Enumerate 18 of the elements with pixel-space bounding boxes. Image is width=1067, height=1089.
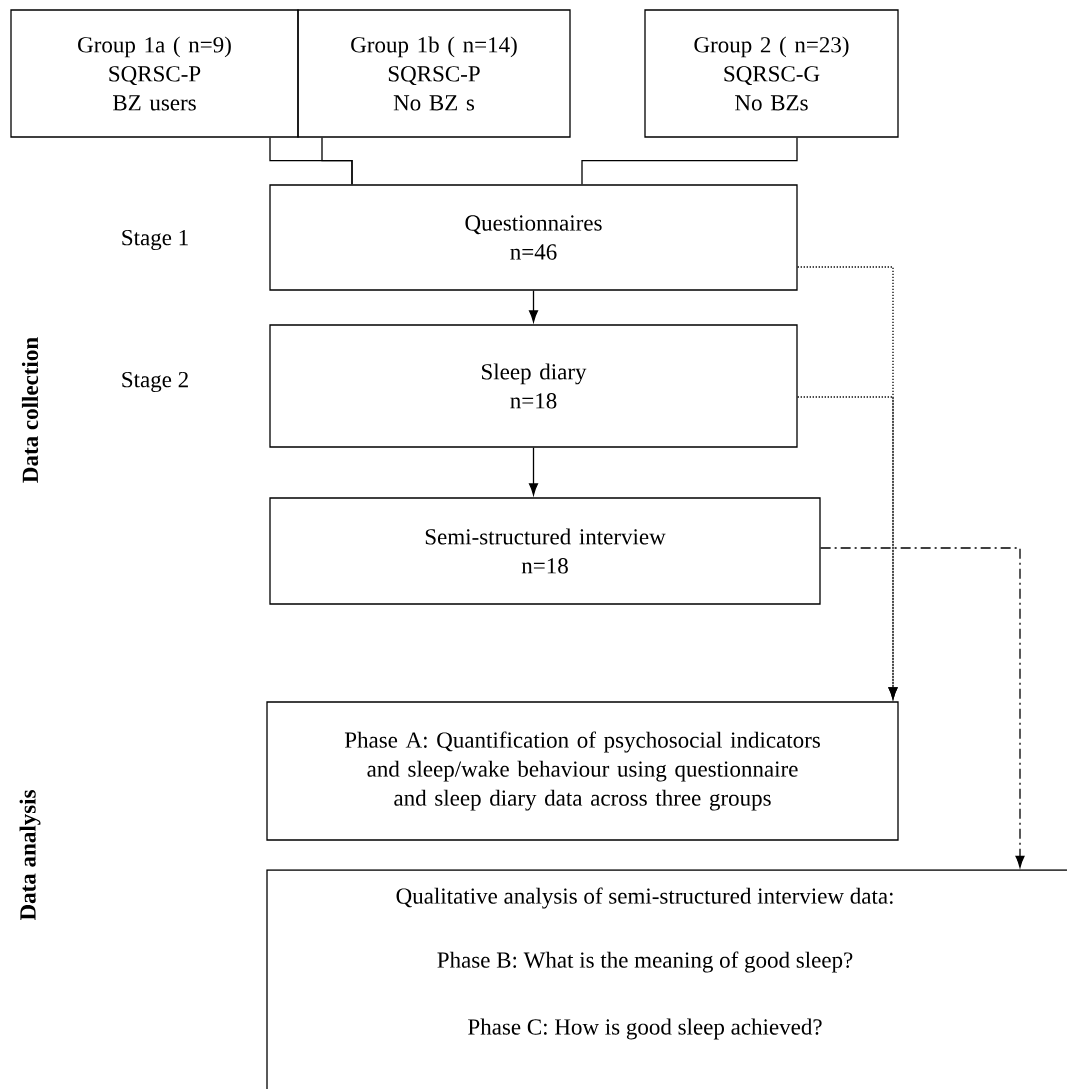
process-box: Sleep diary n=18 <box>269 324 798 448</box>
process-box: Group 1a ( n=9) SQRSC-P BZ users <box>10 9 299 138</box>
connector-line <box>581 137 798 185</box>
process-box: Group 2 ( n=23) SQRSC-G No BZs <box>644 9 899 138</box>
analysis-box: Qualitative analysis of semi-structured interview data: Phase B: What is the meaning of good sleep? Phase C: How is good sleep achieved? <box>266 869 1067 1089</box>
process-box: Phase A: Quantification of psychosocial indicators and sleep/wake behaviour using questionnaire and sleep diary data across three groups <box>266 701 899 841</box>
arrow <box>528 447 539 496</box>
process-box: Questionnaires n=46 <box>269 184 798 291</box>
section-label: Data analysis <box>19 790 41 921</box>
process-box: Group 1b ( n=14) SQRSC-P No BZ s <box>297 9 571 138</box>
connector-line <box>321 137 353 185</box>
stage-label: Stage 2 <box>122 371 188 393</box>
section-label: Data collection <box>21 337 39 483</box>
arrow <box>528 290 539 323</box>
arrow <box>797 396 898 700</box>
stage-label: Stage 1 <box>122 229 188 251</box>
arrow <box>820 547 1025 868</box>
process-box: Semi-structured interview n=18 <box>269 497 821 605</box>
